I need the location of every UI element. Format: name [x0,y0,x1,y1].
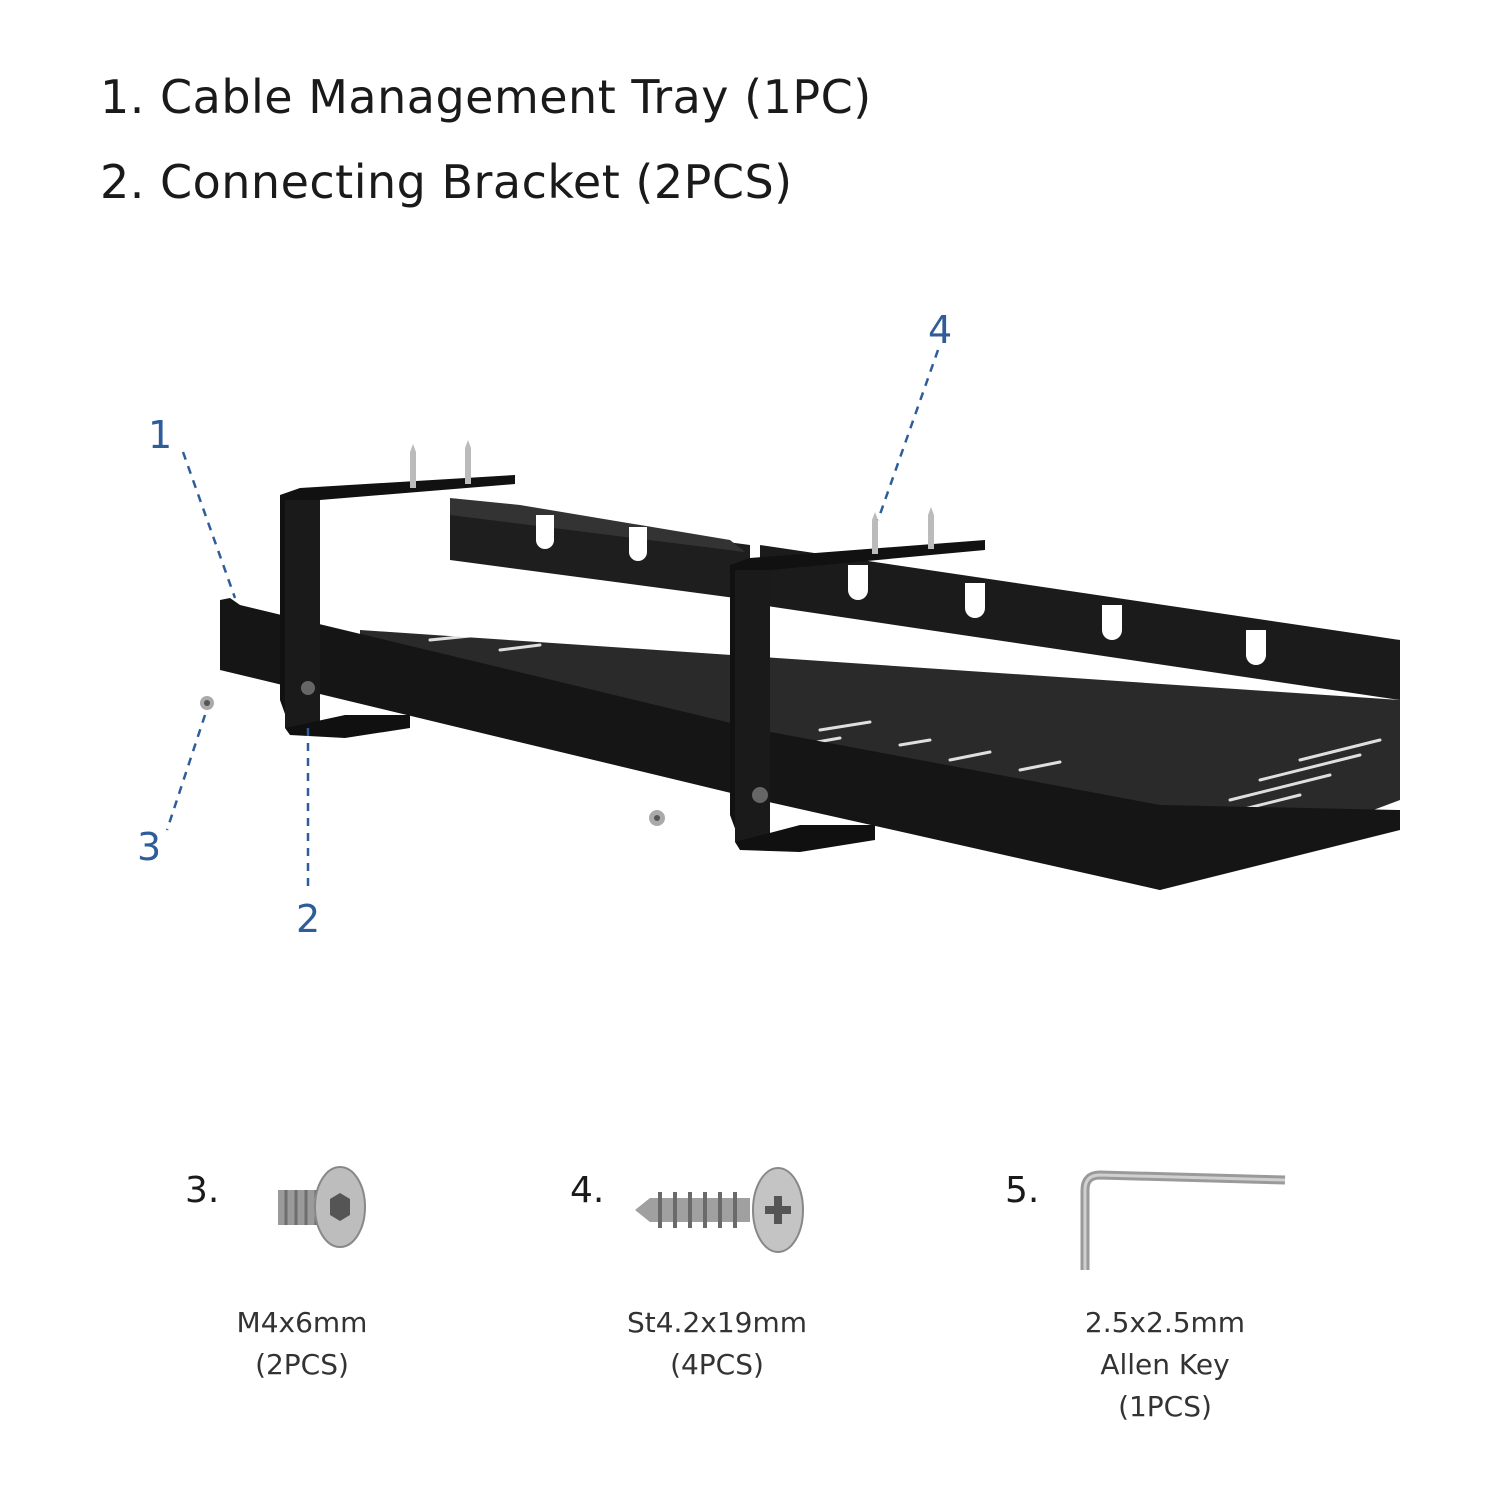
hardware-label-3: M4x6mm(2PCS) [236,1306,368,1381]
wood-screw-icon [635,1167,804,1253]
callout-3: 3 [137,825,161,869]
tray-front-lip [220,598,1400,890]
hardware-number-4: 4. [570,1170,605,1211]
connecting-bracket-right [730,507,985,852]
connecting-bracket-left [280,440,515,738]
bracket-pins-left [410,440,471,488]
heading-bracket: 2. Connecting Bracket (2PCS) [100,155,793,209]
heading-tray: 1. Cable Management Tray (1PC) [100,70,872,124]
hardware-label-4: St4.2x19mm(4PCS) [626,1306,808,1381]
tray-back-wall [450,505,750,600]
bracket-pins-right [872,507,934,554]
callout-1: 1 [148,413,172,457]
loose-screw-center [649,810,665,826]
hardware-number-5: 5. [1005,1170,1040,1211]
hardware-number-3: 3. [185,1170,220,1211]
callout-2: 2 [296,897,320,941]
loose-screw-left [200,696,214,710]
callout-4: 4 [928,308,952,352]
hex-socket-screw-icon [278,1166,366,1248]
allen-key-icon [1080,1170,1286,1270]
exploded-diagram: 1 3 2 4 [137,308,1400,941]
